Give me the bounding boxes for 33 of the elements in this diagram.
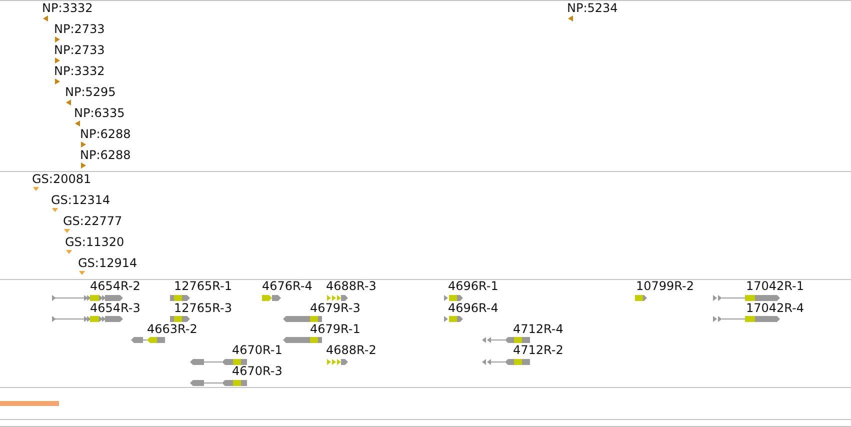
feature-label: GS:11320 [65, 235, 124, 249]
transcript-label: 4688R-3 [326, 279, 376, 293]
transcript-label: 4712R-4 [513, 322, 564, 336]
feature-label: NP:2733 [54, 22, 105, 36]
feature-label: NP:6288 [80, 148, 131, 162]
transcript-label: 4670R-3 [232, 364, 282, 378]
transcript-label: 10799R-2 [636, 279, 694, 293]
feature-label: GS:12314 [51, 193, 110, 207]
transcript-label: 4696R-4 [448, 301, 498, 315]
transcript-label: 4679R-3 [310, 301, 360, 315]
transcript-label: 4654R-2 [90, 279, 140, 293]
transcript-label: 4696R-1 [448, 279, 498, 293]
transcript-label: 17042R-4 [746, 301, 804, 315]
transcript-label: 4670R-1 [232, 343, 282, 357]
feature-label: NP:6288 [80, 127, 131, 141]
feature-label: GS:12914 [78, 256, 138, 270]
transcript-label: 4663R-2 [147, 322, 198, 336]
feature-label: GS:20081 [32, 172, 92, 186]
feature-label: NP:3332 [54, 64, 105, 78]
transcript-label: 4688R-2 [326, 343, 376, 357]
transcript-label: 4679R-1 [310, 322, 360, 336]
feature-label: NP:5295 [65, 85, 116, 99]
transcript-label: 4654R-3 [90, 301, 140, 315]
transcript-label: 4712R-2 [513, 343, 564, 357]
feature-label: GS:22777 [63, 214, 122, 228]
feature-label: NP:2733 [54, 43, 105, 57]
feature-label: NP:3332 [42, 1, 93, 15]
feature-label: NP:6335 [74, 106, 125, 120]
transcript-label: 17042R-1 [746, 279, 804, 293]
transcript-label: 12765R-3 [174, 301, 232, 315]
transcript-label: 12765R-1 [174, 279, 232, 293]
feature-label: NP:5234 [567, 1, 618, 15]
transcript-label: 4676R-4 [262, 279, 312, 293]
